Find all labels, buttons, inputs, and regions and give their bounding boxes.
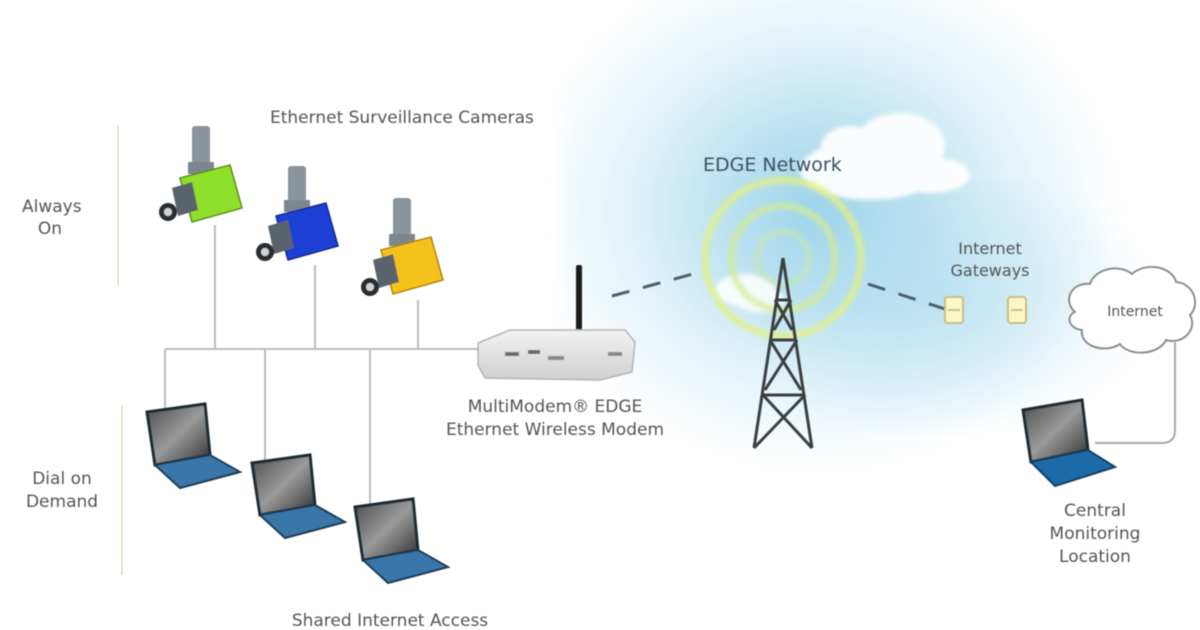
gateway-2-icon — [1007, 296, 1027, 324]
laptop-1-icon — [145, 402, 243, 490]
sky-cloud-icon — [800, 113, 970, 200]
laptop-central-icon — [1021, 398, 1118, 488]
wireless-link-tower-gateway — [867, 282, 946, 311]
gateway-1-icon — [944, 296, 964, 324]
always-on-label-line1: Always — [22, 197, 82, 217]
dial-on-demand-label-line2: Demand — [25, 492, 99, 512]
laptop-3-icon — [353, 497, 451, 585]
central-link-line — [1095, 342, 1176, 444]
modem-label-line1: MultiModem® EDGE — [467, 397, 643, 417]
cameras-title-label: Ethernet Surveillance Cameras — [270, 108, 534, 128]
central-monitoring-label-line1: Central — [1064, 501, 1126, 521]
camera-blue-icon — [256, 166, 339, 261]
gateways-label-line1: Internet — [958, 239, 1022, 258]
dial-on-demand-label-line1: Dial on — [32, 469, 92, 489]
edge-network-label: EDGE Network — [703, 154, 842, 176]
modem-label-line2: Ethernet Wireless Modem — [445, 420, 665, 440]
internet-cloud-label: Internet — [1107, 304, 1163, 320]
central-monitoring-label-line2: Monitoring — [1049, 524, 1141, 544]
central-monitoring-label-line3: Location — [1059, 547, 1131, 567]
camera-yellow-icon — [361, 198, 444, 296]
shared-access-label: Shared Internet Access — [291, 611, 489, 630]
always-on-label-line2: On — [37, 219, 63, 239]
multimodem-edge-icon — [477, 265, 636, 381]
camera-green-icon — [159, 126, 243, 223]
laptop-2-icon — [250, 453, 348, 540]
cell-tower-icon — [752, 257, 814, 450]
internet-cloud-icon — [1068, 266, 1196, 354]
signal-rings-icon — [702, 177, 864, 339]
wireless-link-modem-tower — [611, 270, 701, 298]
gateways-label-line2: Gateways — [950, 261, 1030, 280]
